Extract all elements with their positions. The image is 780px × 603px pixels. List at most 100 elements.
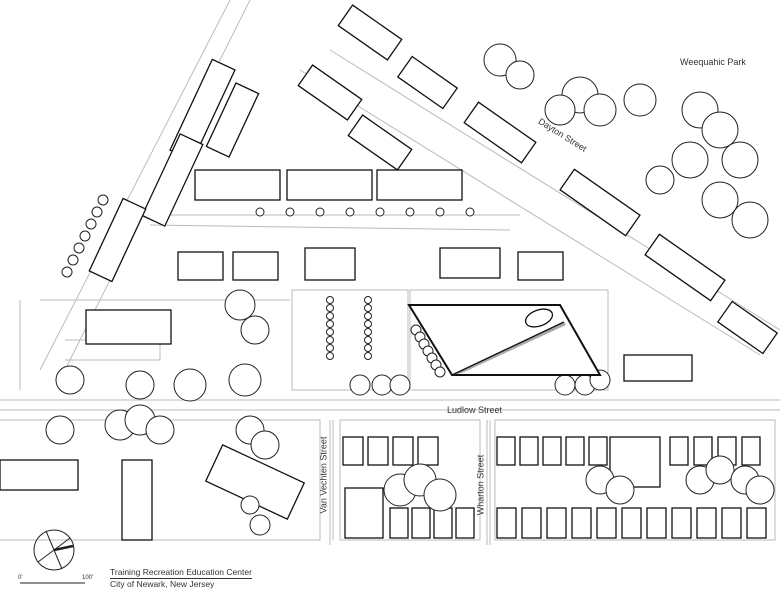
tree	[250, 430, 280, 460]
building	[565, 436, 585, 466]
tree	[45, 415, 75, 445]
tree	[375, 207, 385, 217]
building	[596, 507, 617, 539]
tree	[240, 495, 260, 515]
tree	[405, 207, 415, 217]
tree	[731, 201, 769, 239]
tree	[623, 83, 657, 117]
tree	[326, 328, 334, 336]
tree	[326, 312, 334, 320]
building	[389, 507, 409, 539]
building	[177, 251, 224, 281]
building	[496, 507, 517, 539]
tree	[345, 207, 355, 217]
building	[517, 251, 564, 281]
north-arrow-icon	[33, 529, 75, 571]
building	[721, 507, 742, 539]
tree	[364, 328, 372, 336]
tree	[364, 304, 372, 312]
tree	[364, 352, 372, 360]
tree	[67, 254, 79, 266]
building	[344, 487, 384, 539]
tree	[645, 165, 675, 195]
building	[542, 436, 562, 466]
building	[519, 436, 539, 466]
tree	[326, 336, 334, 344]
building	[337, 4, 403, 61]
building	[546, 507, 567, 539]
tree	[605, 475, 635, 505]
tree	[721, 141, 759, 179]
tree	[465, 207, 475, 217]
tree	[544, 94, 576, 126]
tree	[364, 296, 372, 304]
tree	[326, 352, 334, 360]
building	[297, 64, 363, 121]
tree	[364, 320, 372, 328]
building	[463, 101, 537, 164]
tree	[55, 365, 85, 395]
building	[396, 55, 459, 110]
ludlow-street-road	[0, 399, 780, 411]
building	[205, 82, 260, 158]
tree	[671, 141, 709, 179]
tree	[745, 475, 775, 505]
building	[646, 507, 667, 539]
building	[85, 309, 172, 345]
building	[621, 507, 642, 539]
building	[671, 507, 692, 539]
building	[304, 247, 356, 281]
tree	[125, 370, 155, 400]
tree	[705, 455, 735, 485]
building	[669, 436, 689, 466]
tree	[349, 374, 371, 396]
building	[521, 507, 542, 539]
building	[286, 169, 373, 201]
tree	[434, 366, 446, 378]
tree	[73, 242, 85, 254]
building	[693, 436, 713, 466]
title-block: Training Recreation Education Center Cit…	[110, 567, 252, 590]
building	[741, 436, 761, 466]
tree	[85, 218, 97, 230]
building	[342, 436, 364, 466]
tree	[91, 206, 103, 218]
tree	[554, 374, 576, 396]
building	[433, 507, 453, 539]
building	[571, 507, 592, 539]
building	[376, 169, 463, 201]
project-location: City of Newark, New Jersey	[110, 579, 215, 589]
building	[559, 168, 641, 237]
scale-start: 0'	[18, 575, 23, 581]
building	[417, 436, 439, 466]
building	[367, 436, 389, 466]
building	[194, 169, 281, 201]
building	[392, 436, 414, 466]
building	[644, 233, 726, 302]
label-weequahic-park: Weequahic Park	[680, 57, 746, 67]
trec-building	[407, 304, 602, 376]
project-title: Training Recreation Education Center	[110, 567, 252, 579]
building	[746, 507, 767, 539]
tree	[97, 194, 109, 206]
building	[347, 114, 413, 171]
building	[411, 507, 431, 539]
tree	[364, 312, 372, 320]
building	[496, 436, 516, 466]
scale-end: 100'	[82, 575, 94, 581]
tree	[701, 181, 739, 219]
label-wharton-street: Wharton Street	[475, 454, 486, 516]
building	[696, 507, 717, 539]
building	[88, 197, 147, 283]
tree	[326, 304, 334, 312]
label-van-vechten-street: Van Vechten Street	[318, 436, 329, 514]
tree	[285, 207, 295, 217]
tree	[173, 368, 207, 402]
tree	[364, 336, 372, 344]
building	[716, 300, 779, 355]
tree	[326, 320, 334, 328]
building	[623, 354, 693, 382]
building	[455, 507, 475, 539]
building	[121, 459, 153, 541]
